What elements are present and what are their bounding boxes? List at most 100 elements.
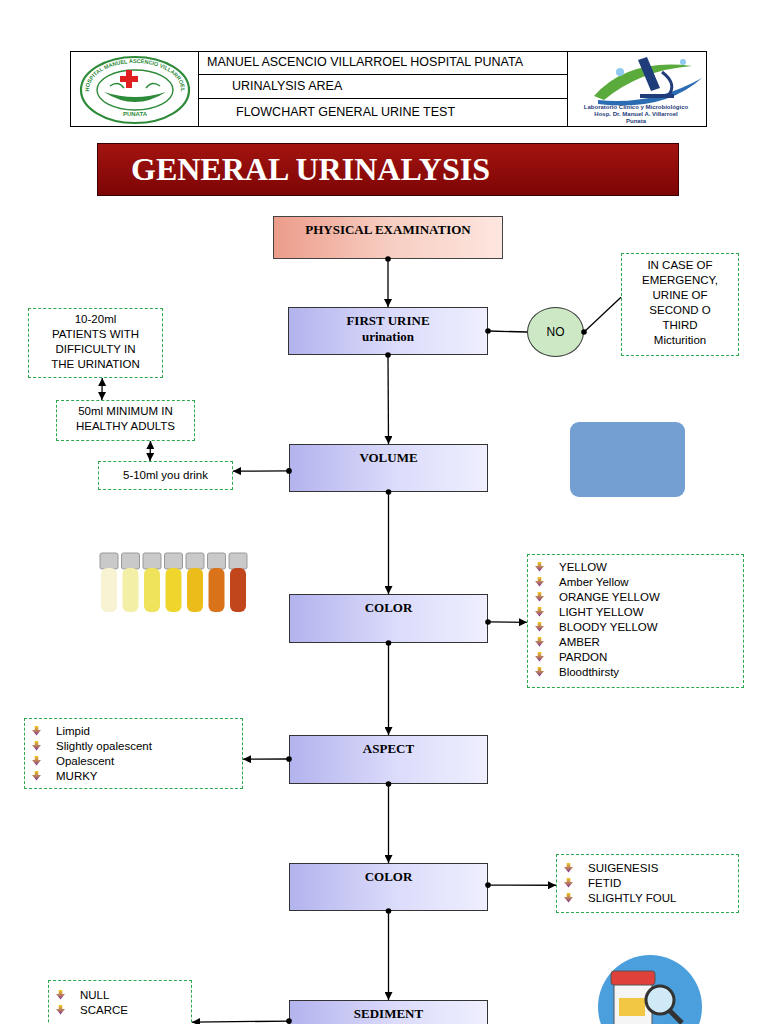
process-box: ASPECT <box>289 735 488 784</box>
cell-dot <box>680 59 686 65</box>
process-box: VOLUME <box>289 444 488 492</box>
node-label: 10-20ml PATIENTS WITH DIFFICULTY IN THE … <box>48 312 143 372</box>
logo-ring <box>81 57 189 123</box>
logo-swoosh <box>146 83 160 88</box>
list-item-text: Bloodthirsty <box>559 666 619 678</box>
list-row: SLIGHTLY FOUL <box>557 890 738 905</box>
decision-circle: NO <box>527 307 584 357</box>
list-item-text: SUIGENESIS <box>588 862 658 874</box>
list-row: SCARCE <box>49 1002 191 1017</box>
connector <box>387 259 388 307</box>
list-item-text: ORANGE YELLOW <box>559 591 660 603</box>
list-item-text: LIGHT YELLOW <box>559 606 644 618</box>
cup-label <box>619 998 645 1016</box>
bullet-icon <box>56 990 65 1000</box>
tube-cap <box>122 553 140 569</box>
list-box: YELLOW Amber YellowORANGE YELLOW LIGHT YEL… <box>527 554 744 688</box>
bullet-icon <box>32 756 41 766</box>
logo-cross <box>126 70 132 88</box>
microscope-shape <box>640 94 674 98</box>
tube-cap <box>186 553 204 569</box>
title-text: GENERAL URINALYSIS <box>131 144 490 195</box>
cell-dot <box>610 82 615 87</box>
bullet-icon <box>32 726 41 736</box>
list-item-text: NULL <box>80 989 109 1001</box>
logo-text: Punata <box>572 118 700 125</box>
list-item-text: YELLOW <box>559 561 607 573</box>
bullet-icon <box>564 893 573 903</box>
list-row: FETID <box>557 875 738 890</box>
microscope-shape <box>662 72 672 96</box>
node-label: 50ml MINIMUM IN HEALTHY ADULTS <box>66 404 186 434</box>
header-text: MANUEL ASCENCIO VILLARROEL HOSPITAL PUNA… <box>207 55 523 69</box>
connector <box>101 378 103 400</box>
connector <box>488 884 556 885</box>
header-frame <box>71 52 707 127</box>
logo-ring <box>97 70 173 110</box>
process-box: FIRST URINE urination <box>288 307 488 355</box>
bullet-icon <box>564 878 573 888</box>
lab-logo <box>594 57 702 106</box>
list-item-text: AMBER <box>559 636 600 648</box>
microscope-shape <box>638 57 660 91</box>
header-text: FLOWCHART GENERAL URINE TEST <box>236 105 455 119</box>
bullet-icon <box>32 771 41 781</box>
connector <box>149 441 151 461</box>
node-label: PHYSICAL EXAMINATION <box>274 222 502 238</box>
bullet-icon <box>535 577 544 587</box>
list-row: NULL <box>49 987 191 1002</box>
start-box: PHYSICAL EXAMINATION <box>273 216 503 259</box>
bullet-icon <box>56 1005 65 1015</box>
connector <box>488 621 527 623</box>
logo-text: PUNATA <box>105 111 165 118</box>
note-box: 50ml MINIMUM IN HEALTHY ADULTS <box>56 400 195 441</box>
bullet-icon <box>535 667 544 677</box>
logo-swoosh <box>110 83 124 88</box>
list-row: AMBER <box>528 634 743 649</box>
list-item-text: BLOODY YELLOW <box>559 621 658 633</box>
logo-text-holder: HOSPITAL MANUEL ASCENCIO VILLARROEL <box>84 58 186 92</box>
list-row: SUIGENESIS <box>557 860 738 875</box>
list-row: Bloodthirsty <box>528 664 743 679</box>
list-item-text: SLIGHTLY FOUL <box>588 892 676 904</box>
list-item-text: Limpid <box>56 725 90 737</box>
connector <box>233 470 289 472</box>
list-row: Limpid <box>25 723 242 738</box>
list-item-text: FETID <box>588 877 621 889</box>
magnifier-lens <box>646 986 674 1014</box>
list-item-text: MURKY <box>56 770 98 782</box>
bullet-icon <box>535 607 544 617</box>
bullet-icon <box>535 562 544 572</box>
node-label: VOLUME <box>290 450 487 466</box>
list-row: Slightly opalescent <box>25 738 242 753</box>
node-label: IN CASE OF EMERGENCY, URINE OF SECOND O … <box>638 258 722 348</box>
connector <box>243 758 289 759</box>
node-label: 5-10ml you drink <box>103 468 228 483</box>
node-label: COLOR <box>290 869 487 885</box>
list-box: NULLSCARCE <box>48 980 192 1024</box>
list-row: ORANGE YELLOW <box>528 589 743 604</box>
test-tubes <box>100 553 247 612</box>
title-band: GENERAL URINALYSIS <box>97 143 679 196</box>
bullet-icon <box>32 741 41 751</box>
blue-panel <box>570 422 685 497</box>
node-label: NO <box>547 325 565 339</box>
logo-text: Hosp. Dr. Manuel A. Villarroel <box>572 111 700 118</box>
tube-cap <box>229 553 247 569</box>
bullet-icon <box>535 592 544 602</box>
tube-cap <box>143 553 161 569</box>
magnifier-handle <box>669 1010 682 1023</box>
connector <box>584 297 621 332</box>
note-box: 5-10ml you drink <box>98 461 233 490</box>
connector <box>388 911 389 1000</box>
cup-lid <box>611 971 655 985</box>
note-box: IN CASE OF EMERGENCY, URINE OF SECOND O … <box>621 253 739 356</box>
list-row: MURKY <box>25 768 242 783</box>
list-item-text: Amber Yellow <box>559 576 629 588</box>
header-divider <box>567 52 568 127</box>
connector <box>388 784 389 863</box>
tube-body <box>166 568 182 612</box>
tube-cap <box>208 553 226 569</box>
note-box: 10-20ml PATIENTS WITH DIFFICULTY IN THE … <box>28 308 163 378</box>
